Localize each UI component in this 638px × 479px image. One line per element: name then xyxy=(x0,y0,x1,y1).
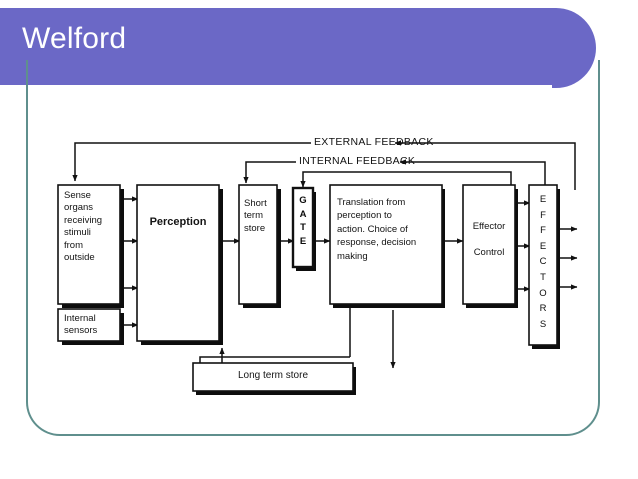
translation-line-1: Translation from xyxy=(337,197,406,208)
sense-organs-line-5: from xyxy=(64,239,83,251)
internal-feedback-label: INTERNAL FEEDBACK xyxy=(299,155,416,167)
short-term-store-line-2: term xyxy=(244,210,263,222)
sense-organs-line-3: receiving xyxy=(64,214,103,226)
box-label-effector-control: Effector Control xyxy=(463,214,515,266)
effectors-letter-2: F xyxy=(540,209,546,221)
page-title: Welford xyxy=(22,22,127,55)
box-label-short-term-store: Short term store xyxy=(244,198,278,235)
effectors-letter-7: O xyxy=(539,287,547,299)
box-label-translation: Translation from perception to action. C… xyxy=(337,196,441,263)
sense-organs-line-1: Sense xyxy=(64,190,91,201)
gate-letter-3: T xyxy=(300,222,306,233)
gate-letter-4: E xyxy=(299,235,307,247)
sense-organs-line-6: outside xyxy=(64,252,95,264)
effectors-letter-3: F xyxy=(540,225,546,237)
translation-line-4: response, decision xyxy=(337,237,417,249)
box-label-sense-organs: Sense organs receiving stimuli from outs… xyxy=(64,190,120,264)
effectors-letter-5: C xyxy=(539,256,547,268)
box-label-long-term-store: Long term store xyxy=(237,370,309,381)
short-term-store-line-1: Short xyxy=(244,198,267,209)
internal-sensors-line-1: Internal xyxy=(64,313,96,324)
effectors-letter-9: S xyxy=(539,318,547,330)
box-label-effectors: E F F E C T O R S xyxy=(529,192,557,332)
effectors-letter-6: T xyxy=(540,271,546,283)
internal-sensors-line-2: sensors xyxy=(64,325,98,337)
effectors-letter-8: R xyxy=(539,303,547,315)
gate-letter-1: G xyxy=(299,195,307,206)
translation-line-2: perception to xyxy=(337,210,392,222)
effectors-letter-1: E xyxy=(539,194,547,205)
translation-line-3: action. Choice of xyxy=(337,223,408,235)
external-feedback-label: EXTERNAL FEEDBACK xyxy=(314,136,434,148)
sense-organs-line-4: stimuli xyxy=(64,227,91,239)
translation-line-5: making xyxy=(337,250,368,262)
box-label-gate: G A T E xyxy=(293,194,313,248)
content-frame-border xyxy=(26,60,600,436)
gate-letter-2: A xyxy=(299,208,307,220)
short-term-store-line-3: store xyxy=(244,222,266,234)
box-label-perception: Perception xyxy=(149,216,207,228)
effectors-letter-4: E xyxy=(539,240,547,252)
effector-control-line-1: Effector xyxy=(472,221,506,232)
sense-organs-line-2: organs xyxy=(64,202,94,214)
title-banner xyxy=(0,8,596,88)
effector-control-line-2: Control xyxy=(473,247,505,258)
title-underline-rule xyxy=(0,85,552,88)
box-label-internal-sensors: Internal sensors xyxy=(64,313,120,338)
